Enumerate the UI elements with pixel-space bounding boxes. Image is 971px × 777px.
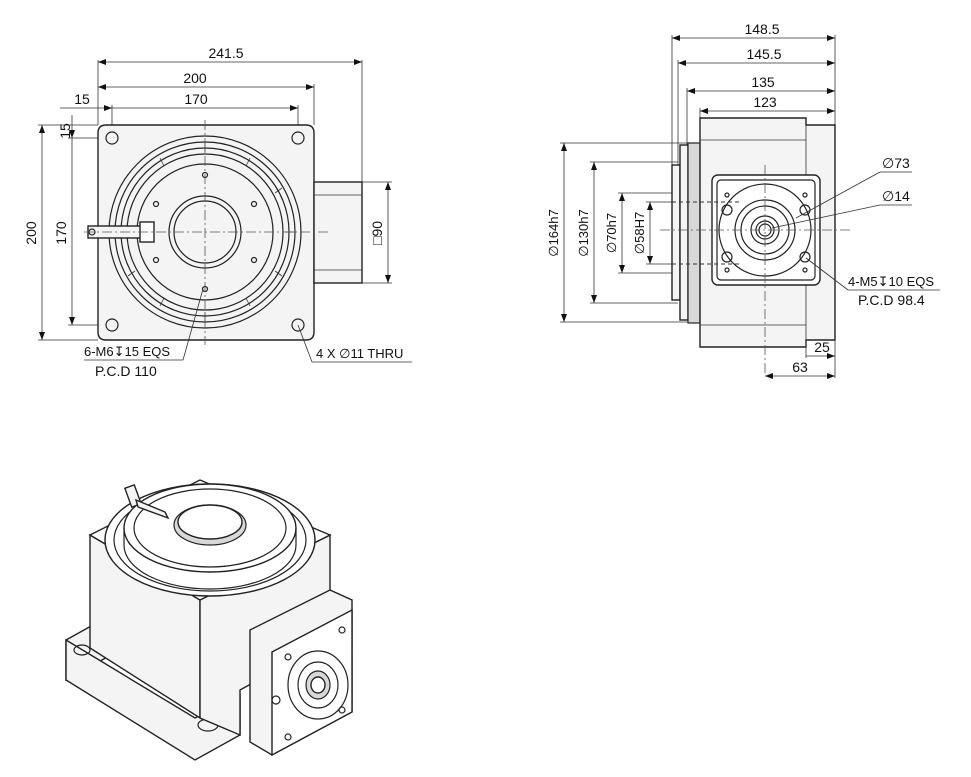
dim-height: 200 — [23, 221, 39, 245]
note-flange-pcd: P.C.D 98.4 — [858, 292, 925, 308]
dia-164: ∅164h7 — [546, 209, 561, 256]
dia-58: ∅58H7 — [632, 212, 647, 254]
dia-14: ∅14 — [882, 188, 910, 204]
dim-motor-square: □90 — [369, 221, 385, 245]
dim-135: 135 — [751, 74, 775, 90]
isometric-view — [65, 479, 353, 761]
top-view: 241.5 200 15 170 200 15 170 □90 — [23, 45, 412, 379]
dim-hole-pitch-v: 170 — [53, 221, 69, 245]
dim-left-offset: 15 — [74, 91, 90, 107]
note-tapped-holes: 6-M6↧15 EQS — [84, 344, 170, 359]
motor-bolt-icon — [271, 626, 346, 741]
mounting-hole-icon — [105, 131, 305, 332]
dim-145-5: 145.5 — [746, 46, 781, 62]
dim-148-5: 148.5 — [744, 21, 779, 37]
note-thru-holes: 4 X ∅11 THRU — [316, 346, 403, 361]
dia-130: ∅130h7 — [576, 209, 591, 256]
dia-73: ∅73 — [882, 155, 910, 171]
dia-70: ∅70h7 — [604, 213, 619, 253]
side-view: 148.5 145.5 135 123 ∅164h7 ∅130h7 — [546, 21, 940, 379]
dim-hole-pitch: 170 — [184, 91, 208, 107]
dim-overall-width: 241.5 — [208, 45, 243, 61]
dim-63: 63 — [792, 359, 808, 375]
dim-top-offset: 15 — [57, 123, 73, 139]
dim-body-width: 200 — [183, 70, 207, 86]
dim-123: 123 — [753, 94, 777, 110]
note-flange-tapped: 4-M5↧10 EQS — [848, 274, 934, 289]
dim-25: 25 — [814, 339, 830, 355]
note-pcd: P.C.D 110 — [95, 363, 157, 379]
